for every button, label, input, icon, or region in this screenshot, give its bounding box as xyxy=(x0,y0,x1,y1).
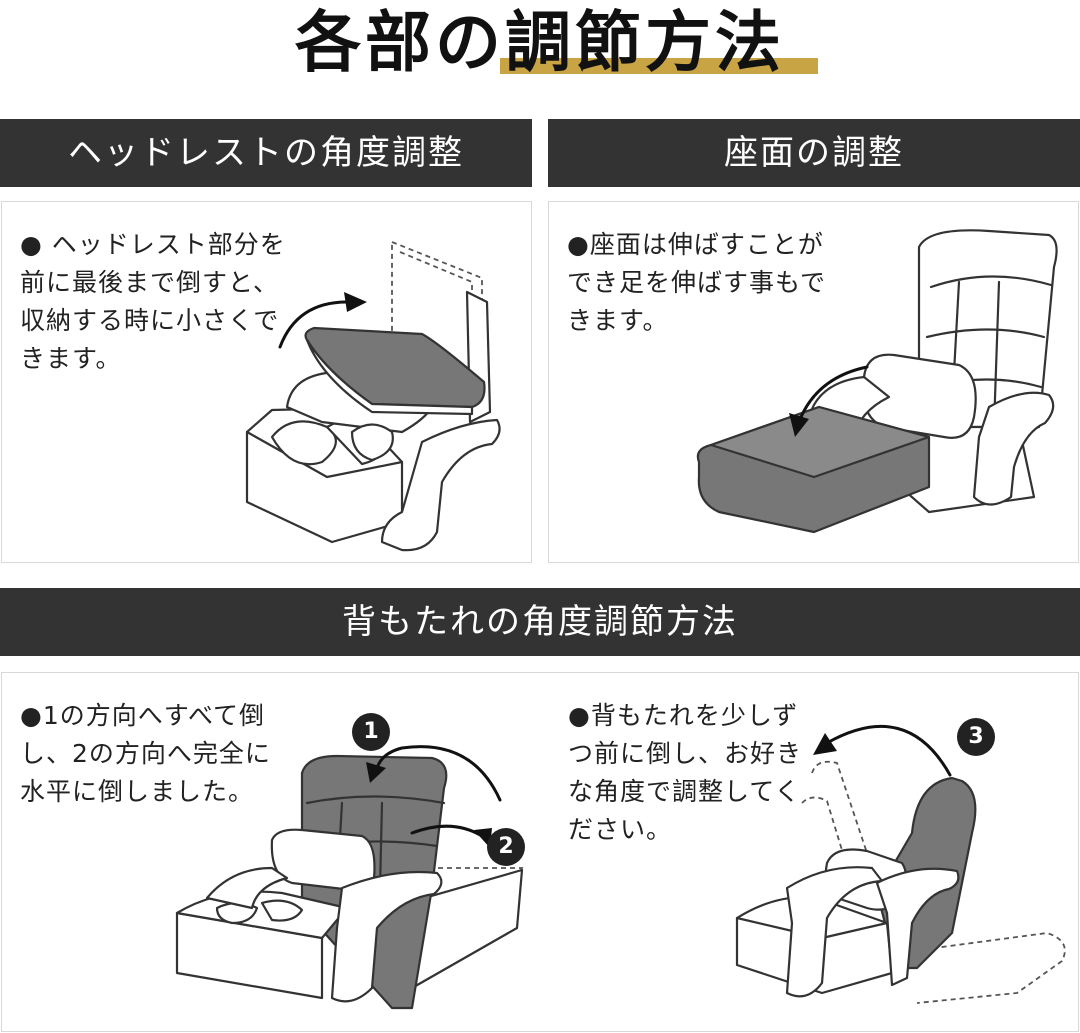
seat-heading: 座面の調整 xyxy=(548,119,1080,187)
headrest-heading: ヘッドレストの角度調整 xyxy=(0,119,532,187)
title-accent-underline xyxy=(500,58,818,74)
seat-illustration xyxy=(696,229,1058,534)
headrest-description: ● ヘッドレスト部分を 前に最後まで倒すと、 収納する時に小さくで きます。 xyxy=(20,230,286,373)
step-badge-2: 2 xyxy=(487,828,525,866)
backrest-flat-illustration xyxy=(175,745,524,1010)
seat-description: ●座面は伸ばすことが でき足を伸ばす事もで きます。 xyxy=(567,230,827,335)
backrest-panel: ●1の方向へすべて倒 し、2の方向へ完全に 水平に倒しました。 ●背もたれを少し… xyxy=(1,672,1079,1032)
headrest-panel: ● ヘッドレスト部分を 前に最後まで倒すと、 収納する時に小さくで きます。 xyxy=(1,201,532,563)
backrest-description-right: ●背もたれを少しず つ前に倒し、お好き な角度で調整してく ださい。 xyxy=(568,701,803,844)
page-title: 各部の調節方法 xyxy=(295,3,785,81)
step-badge-3: 3 xyxy=(957,718,995,756)
backrest-heading: 背もたれの角度調節方法 xyxy=(0,588,1080,656)
headrest-illustration xyxy=(245,240,501,552)
step-badge-1: 1 xyxy=(352,713,390,751)
backrest-description-left: ●1の方向へすべて倒 し、2の方向へ完全に 水平に倒しました。 xyxy=(20,701,271,806)
seat-panel: ●座面は伸ばすことが でき足を伸ばす事もで きます。 xyxy=(548,201,1079,563)
title-area: 各部の調節方法 xyxy=(0,0,1080,100)
backrest-recline-illustration xyxy=(735,724,1066,1004)
